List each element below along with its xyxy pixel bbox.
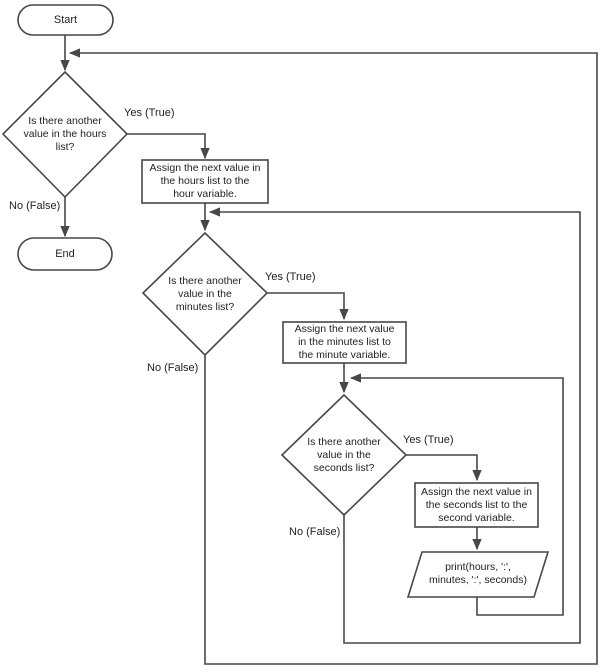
hours-decision-diamond [1, 70, 129, 199]
edge-print-loopback [349, 373, 564, 616]
start-terminal-shape [17, 4, 114, 36]
seconds-decision-diamond [280, 393, 408, 517]
edge-hours-yes [127, 133, 210, 160]
hours-process-box [141, 159, 269, 204]
edge-minutes-yes [267, 292, 349, 321]
edge-seconds-no-loopback [208, 207, 581, 644]
edge-seconds-yes [406, 454, 482, 482]
minutes-decision-diamond [141, 231, 269, 357]
print-output-parallelogram [406, 551, 550, 598]
edge-minutes-no-loopback [68, 48, 598, 665]
end-terminal-shape [17, 237, 113, 271]
minutes-process-box [282, 321, 407, 364]
seconds-process-box [414, 482, 539, 528]
